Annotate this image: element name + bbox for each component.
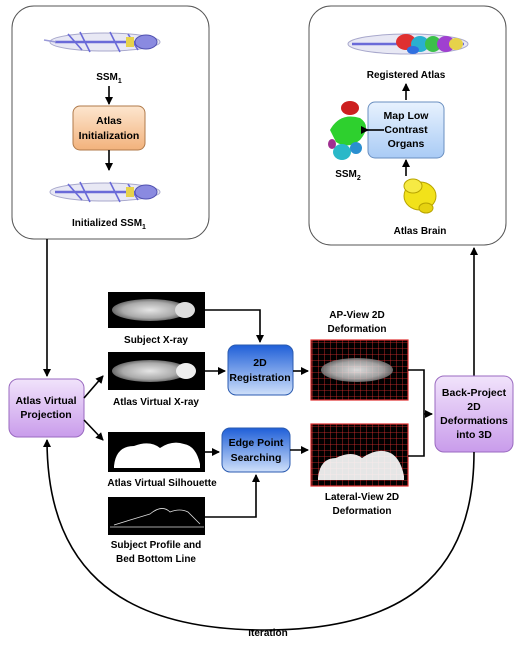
ssm2-label: SSM2 — [335, 169, 361, 182]
atlas-virtual-projection-box — [8, 378, 85, 438]
atlas-brain-image — [403, 178, 437, 214]
lateral-view-line2: Deformation — [333, 506, 392, 517]
avp-line2: Projection — [20, 409, 71, 421]
atlas-brain-label: Atlas Brain — [394, 226, 447, 237]
mouse-skeleton-initialized — [49, 181, 161, 203]
registered-atlas-label: Registered Atlas — [367, 70, 446, 81]
map-line2: Contrast — [384, 124, 428, 136]
iteration-label: Iteration — [248, 628, 287, 639]
subject-profile-line1: Subject Profile and — [111, 540, 202, 551]
registration-line1: 2D — [253, 357, 267, 369]
mouse-skeleton-ssm1 — [43, 31, 161, 53]
ssm2-organs-image — [328, 101, 366, 160]
atlas-init-line2: Initialization — [79, 130, 140, 142]
ap-view-line1: AP-View 2D — [329, 310, 384, 321]
backproject-line4: into 3D — [456, 429, 492, 441]
atlas-virtual-xray-label: Atlas Virtual X-ray — [113, 397, 199, 408]
lateral-view-line1: Lateral-View 2D — [325, 492, 399, 503]
2d-registration-box — [227, 344, 294, 396]
edge-point-searching-box — [221, 427, 291, 473]
registration-line2: Registration — [229, 372, 290, 384]
edge-line2: Searching — [231, 452, 282, 464]
atlas-virtual-silhouette-label: Atlas Virtual Silhouette — [107, 478, 217, 489]
ssm1-label: SSM1 — [96, 72, 122, 85]
registered-atlas-mouse — [347, 33, 469, 55]
map-line3: Organs — [388, 138, 425, 150]
subject-profile-line2: Bed Bottom Line — [116, 554, 196, 565]
subject-profile-image — [108, 497, 205, 535]
edge-line1: Edge Point — [229, 437, 284, 449]
ap-view-line2: Deformation — [328, 324, 387, 335]
avp-line1: Atlas Virtual — [15, 395, 76, 407]
backproject-line3: Deformations — [440, 415, 508, 427]
backproject-line1: Back-Project — [442, 387, 507, 399]
backproject-line2: 2D — [467, 401, 481, 413]
iteration-loop-arrow — [43, 439, 475, 631]
subject-xray-label: Subject X-ray — [124, 335, 188, 346]
map-line1: Map Low — [384, 110, 430, 122]
initialized-ssm1-label: Initialized SSM1 — [72, 218, 146, 231]
atlas-initialization-box — [72, 105, 146, 151]
atlas-init-line1: Atlas — [96, 115, 122, 127]
